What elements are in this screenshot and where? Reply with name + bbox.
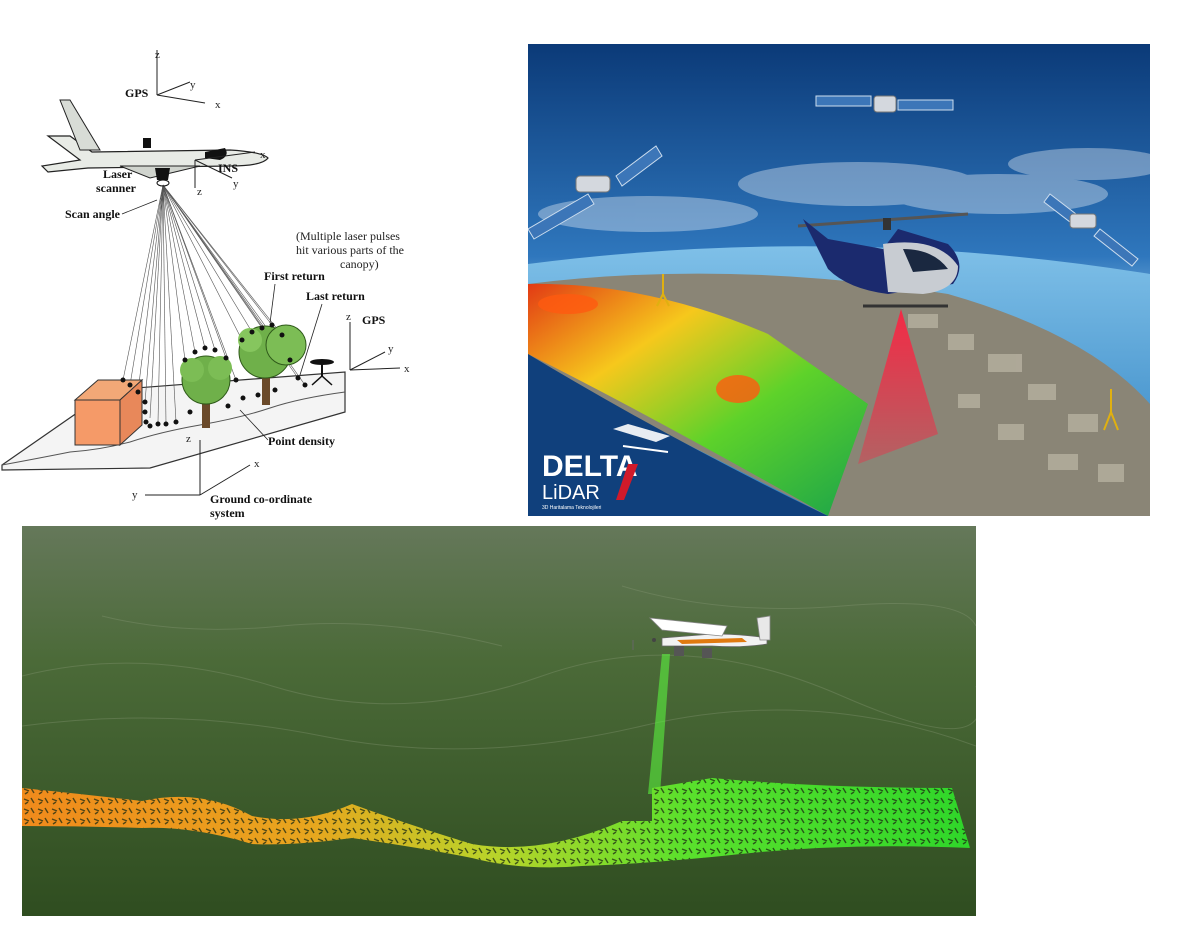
- survey-airplane: [632, 615, 771, 658]
- tree-2: [238, 324, 307, 405]
- ins-axes: [194, 151, 256, 188]
- helicopter-lidar-illustration: DELTA LiDAR 3D Haritalama Teknolojileri: [528, 44, 1150, 516]
- logo-background: [528, 354, 828, 516]
- ins-axis-x-label: x: [260, 149, 266, 161]
- label-pulses-3: canopy): [340, 257, 379, 271]
- axis-x-label: x: [215, 99, 221, 111]
- tree-1: [180, 355, 232, 428]
- ins-axis-y-label: y: [233, 178, 239, 190]
- label-scan-angle: Scan angle: [65, 207, 121, 221]
- gps-right-axis-x: x: [404, 363, 410, 375]
- label-scanner: scanner: [96, 181, 137, 195]
- point-cloud-swath: [528, 283, 868, 516]
- ground-axis-x: x: [254, 458, 260, 470]
- city-blocks: [908, 314, 1124, 482]
- return-points: [120, 322, 308, 429]
- house: [73, 378, 144, 447]
- laser-beam: [858, 309, 938, 464]
- logo-plane-icon: [613, 424, 670, 442]
- gps-tripod-2: [1103, 389, 1119, 431]
- logo-lidar-text: LiDAR: [542, 482, 600, 504]
- gps-right-axis-z: z: [346, 311, 351, 323]
- lidar-principle-diagram: z y x x y z z y x z y x GPS INS Laser sc…: [0, 40, 520, 520]
- satellite-3: [1043, 193, 1139, 267]
- terrain-ridges: [22, 585, 976, 750]
- gps-axes-top: [156, 50, 206, 104]
- axis-y-label: y: [190, 79, 196, 91]
- diagram-svg: z y x x y z z y x z y x GPS INS Laser sc…: [1, 49, 410, 520]
- gps-right-axis-y: y: [388, 343, 394, 355]
- gps-axes-right: [349, 322, 401, 371]
- ground-axis-y: y: [132, 489, 138, 501]
- label-gps-top: GPS: [125, 86, 149, 100]
- satellite-2: [815, 95, 954, 113]
- ground-axes: [145, 440, 251, 496]
- ground-axis-z: z: [186, 433, 191, 445]
- label-gps-right: GPS: [362, 313, 386, 327]
- helicopter-svg: DELTA LiDAR 3D Haritalama Teknolojileri: [528, 44, 1150, 516]
- logo-tagline: 3D Haritalama Teknolojileri: [542, 505, 601, 511]
- delta-lidar-logo: DELTA LiDAR 3D Haritalama Teknolojileri: [542, 424, 670, 511]
- airborne-lidar-forest-scan: [22, 526, 976, 916]
- ins-axis-z-label: z: [197, 186, 202, 198]
- label-first-return: First return: [264, 269, 325, 283]
- label-pulses-2: hit various parts of the: [296, 243, 404, 257]
- ground-gps-station: [310, 359, 334, 386]
- gps-tripod-1: [656, 274, 670, 307]
- label-point-density: Point density: [268, 434, 335, 448]
- forest-svg: [22, 526, 976, 916]
- terrain-profile: [1, 391, 346, 466]
- logo-delta-text: DELTA: [542, 450, 638, 483]
- label-ground-2: system: [210, 506, 245, 520]
- laser-beam: [648, 654, 670, 794]
- helicopter: [797, 212, 969, 308]
- label-ground-1: Ground co-ordinate: [210, 492, 313, 506]
- point-cloud-texture: [22, 778, 970, 868]
- point-cloud-hotspots: [538, 294, 760, 403]
- label-last-return: Last return: [306, 289, 365, 303]
- label-laser: Laser: [103, 167, 133, 181]
- satellite-1: [528, 145, 663, 240]
- axis-z-label: z: [155, 49, 160, 61]
- label-pulses-1: (Multiple laser pulses: [296, 229, 400, 243]
- label-ins: INS: [218, 161, 238, 175]
